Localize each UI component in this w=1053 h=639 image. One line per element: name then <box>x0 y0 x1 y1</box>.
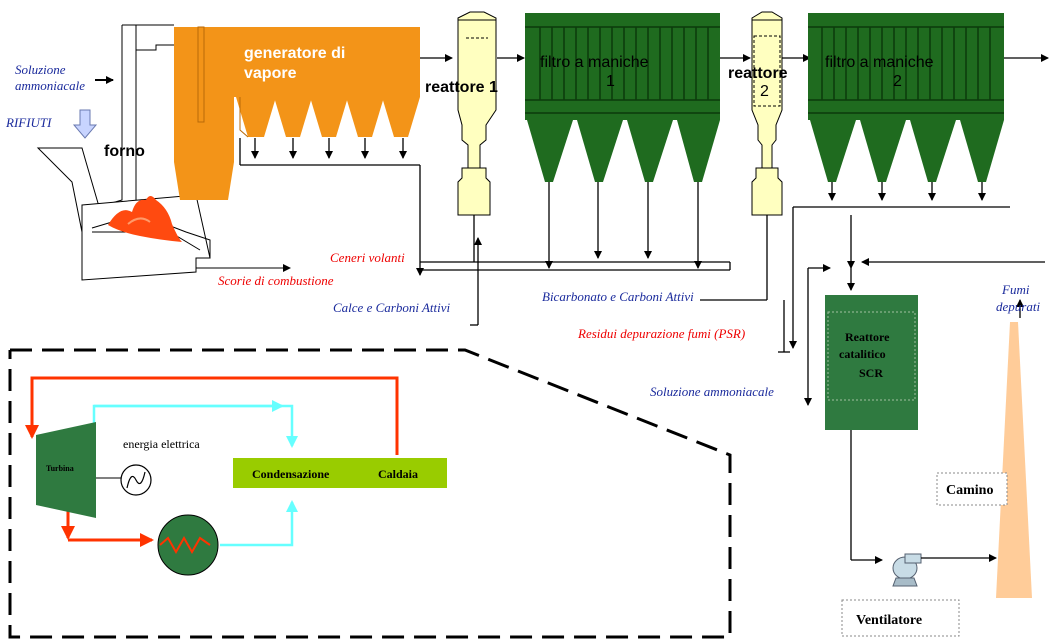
scr-reactor <box>825 295 918 430</box>
svg-text:2: 2 <box>893 73 902 90</box>
label-residui: Residui depurazione fumi (PSR) <box>577 326 745 341</box>
label-turbina: Turbina <box>46 464 74 473</box>
label-caldaia: Caldaia <box>378 467 418 481</box>
bag-filter-2 <box>808 13 1004 182</box>
reactor-2 <box>751 11 783 216</box>
label-fumi-depurati: Fumi <box>1001 282 1030 297</box>
chimney <box>996 322 1032 598</box>
label-soluzione-ammoniacale-top: Soluzione <box>15 62 66 77</box>
label-calce: Calce e Carboni Attivi <box>333 300 450 315</box>
label-reattore-2: reattore <box>728 65 788 82</box>
bag-filter-1 <box>525 13 720 182</box>
label-ventilatore: Ventilatore <box>856 613 922 628</box>
label-soluzione-ammoniacale-bottom: Soluzione ammoniacale <box>650 384 774 399</box>
label-reattore-1: reattore 1 <box>425 79 498 96</box>
inset-dashed-border <box>8 348 732 639</box>
reactor-1 <box>457 11 497 216</box>
label-filtro-1: filtro a maniche <box>540 54 649 71</box>
label-reattore-scr: Reattore <box>845 330 890 344</box>
svg-text:catalitico: catalitico <box>839 347 886 361</box>
ash-arrows-generator <box>239 138 424 276</box>
steam-generator <box>174 26 420 200</box>
svg-text:2: 2 <box>760 83 769 100</box>
label-energia-elettrica: energia elettrica <box>123 437 200 451</box>
svg-text:SCR: SCR <box>859 366 883 380</box>
turbine-shape <box>36 422 96 518</box>
svg-text:1: 1 <box>606 73 615 90</box>
svg-text:depurati: depurati <box>996 299 1040 314</box>
label-ceneri-volanti: Ceneri volanti <box>330 250 405 265</box>
svg-text:vapore: vapore <box>244 65 297 82</box>
label-scorie: Scorie di combustione <box>218 273 334 288</box>
label-camino: Camino <box>946 483 993 498</box>
label-rifiuti: RIFIUTI <box>5 115 52 130</box>
furnace <box>36 24 291 281</box>
fan-icon <box>892 553 922 587</box>
rifiuti-arrow <box>72 109 98 139</box>
condensazione-caldaia-box <box>233 458 447 488</box>
label-condensazione: Condensazione <box>252 467 330 481</box>
label-forno: forno <box>104 143 145 160</box>
label-filtro-2: filtro a maniche <box>825 54 934 71</box>
label-generatore: generatore di <box>244 45 345 62</box>
svg-text:ammoniacale: ammoniacale <box>15 78 85 93</box>
label-bicarbonato: Bicarbonato e Carboni Attivi <box>542 289 694 304</box>
